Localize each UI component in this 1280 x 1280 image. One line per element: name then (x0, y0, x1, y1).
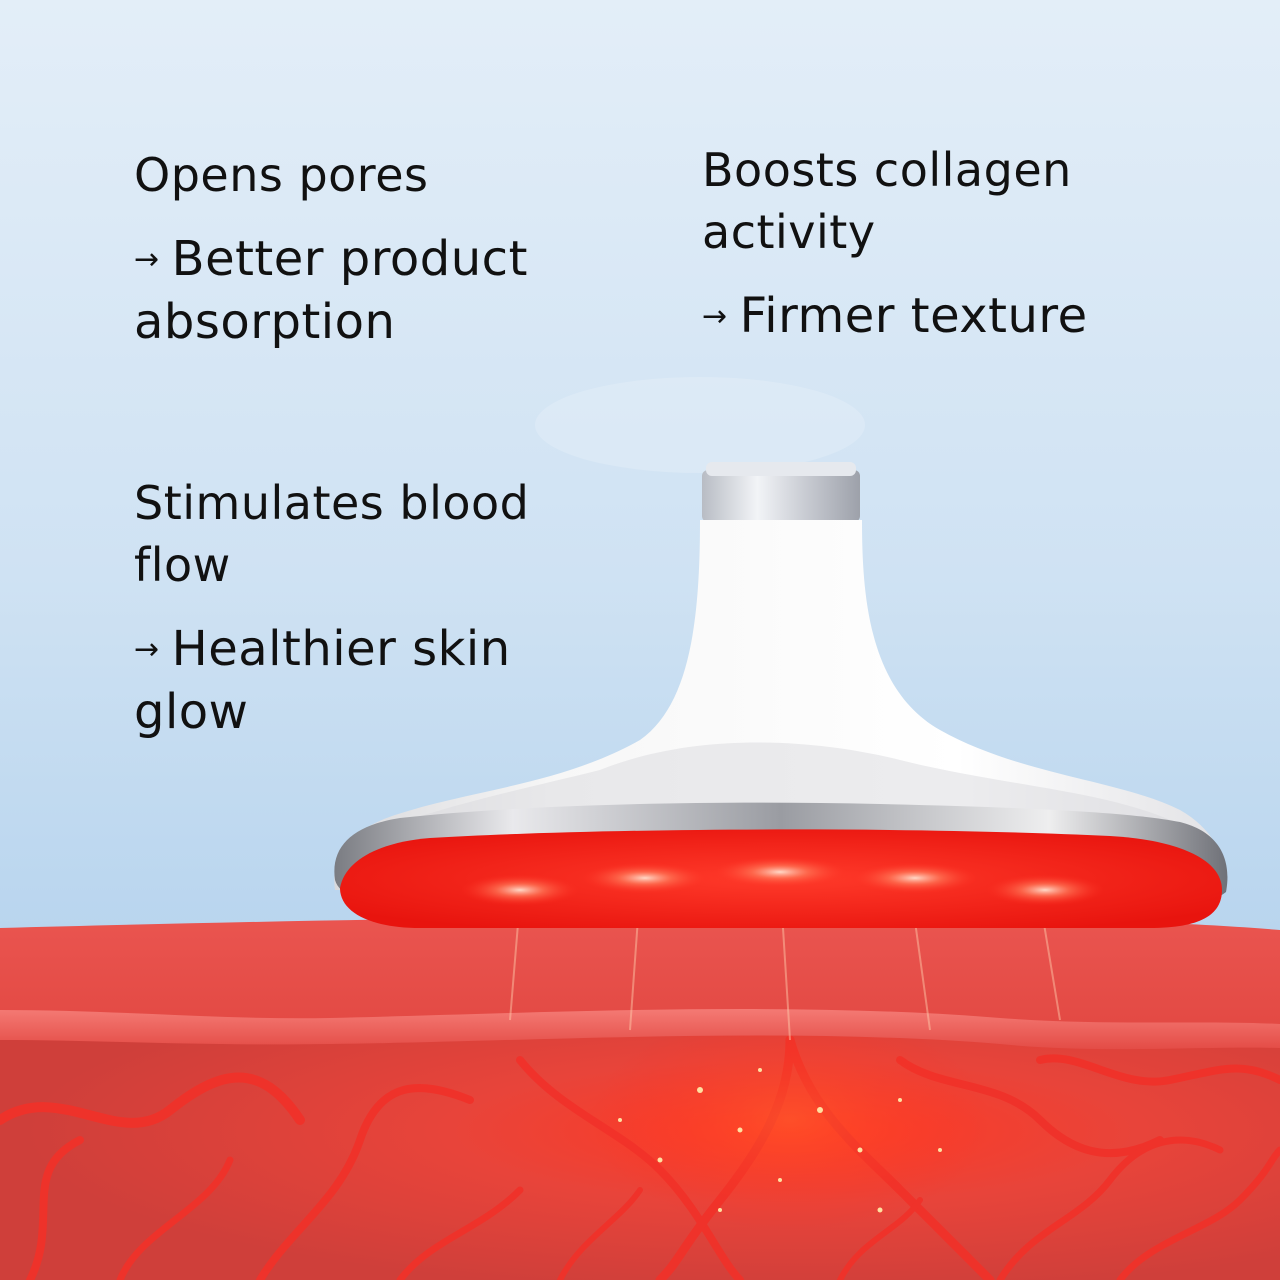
benefit-heading: Stimulates blood flow (134, 476, 530, 592)
benefit-heading: Opens pores (134, 148, 429, 202)
arrow-right-icon: → (134, 632, 160, 667)
benefit-result: →Healthier skin glow (134, 618, 614, 743)
benefit-heading: Boosts collagen activity (702, 143, 1072, 259)
benefit-result-text: Better product absorption (134, 231, 528, 350)
skin-layer (0, 915, 1280, 1050)
benefit-result: →Better product absorption (134, 228, 614, 353)
benefit-collagen: Boosts collagen activity → Firmer texture (702, 139, 1172, 348)
benefit-pores: Opens pores →Better product absorption (134, 144, 614, 353)
translucent-disc (535, 377, 865, 473)
blood-vessel-illustration (0, 1010, 1280, 1280)
arrow-right-icon: → (702, 299, 728, 334)
benefit-result-text: Healthier skin glow (134, 621, 511, 740)
skin-device-illustration (334, 462, 1228, 928)
benefit-result-text: Firmer texture (739, 288, 1088, 344)
arrow-right-icon: → (134, 242, 160, 277)
benefit-result: → Firmer texture (702, 285, 1172, 348)
benefit-blood-flow: Stimulates blood flow →Healthier skin gl… (134, 472, 614, 743)
